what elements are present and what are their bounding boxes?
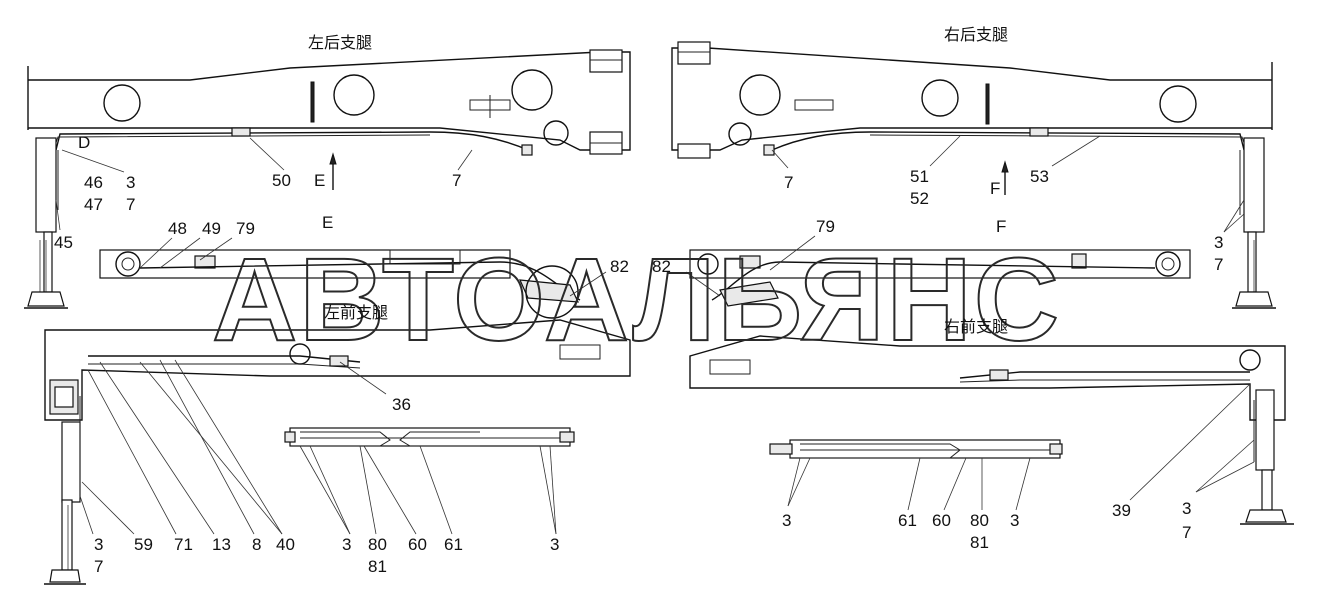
callout-e-49: 49 bbox=[202, 219, 221, 238]
view-e-detail bbox=[99, 237, 607, 319]
title-right-front: 右前支腿 bbox=[944, 317, 1008, 336]
callout-lr-47: 47 bbox=[84, 195, 103, 214]
title-left-rear: 左后支腿 bbox=[308, 33, 372, 52]
view-e-arrow-label: E bbox=[314, 171, 325, 190]
callout-lf-40: 40 bbox=[276, 535, 295, 554]
right-middle-cylinder bbox=[769, 439, 1063, 511]
callout-lm-81: 81 bbox=[368, 557, 387, 576]
left-front-outrigger bbox=[44, 319, 631, 585]
callout-lr-45: 45 bbox=[54, 233, 73, 252]
callout-lf-7: 7 bbox=[94, 557, 103, 576]
view-e-label: E bbox=[322, 213, 333, 232]
right-front-outrigger bbox=[689, 335, 1294, 525]
watermark-text: АВТОАЛЬЯНС bbox=[212, 234, 1061, 366]
callout-lm-61: 61 bbox=[444, 535, 463, 554]
left-middle-cylinder bbox=[284, 427, 575, 535]
view-f-arrow-label: F bbox=[990, 179, 1000, 198]
callout-lf-59: 59 bbox=[134, 535, 153, 554]
right-rear-outrigger bbox=[671, 41, 1276, 309]
view-f-label: F bbox=[996, 217, 1006, 236]
callout-rm-3a: 3 bbox=[782, 511, 791, 530]
callout-lr-7c: 7 bbox=[452, 171, 461, 190]
callout-lr-3: 3 bbox=[126, 173, 135, 192]
title-right-rear: 右后支腿 bbox=[944, 25, 1008, 44]
callout-e-82: 82 bbox=[610, 257, 629, 276]
callout-lm-80: 80 bbox=[368, 535, 387, 554]
callout-lf-3: 3 bbox=[94, 535, 103, 554]
callout-rm-60: 60 bbox=[932, 511, 951, 530]
callout-rr-53: 53 bbox=[1030, 167, 1049, 186]
callout-rm-80: 80 bbox=[970, 511, 989, 530]
callout-lm-3a: 3 bbox=[342, 535, 351, 554]
callout-f-82: 82 bbox=[652, 257, 671, 276]
callout-rm-81: 81 bbox=[970, 533, 989, 552]
callout-rf-3: 3 bbox=[1182, 499, 1191, 518]
callout-rr-7b: 7 bbox=[1214, 255, 1223, 274]
callout-lr-46: 46 bbox=[84, 173, 103, 192]
callout-rf-7: 7 bbox=[1182, 523, 1191, 542]
detail-d-marker: D bbox=[78, 133, 90, 152]
callout-rm-3b: 3 bbox=[1010, 511, 1019, 530]
callout-lf-8: 8 bbox=[252, 535, 261, 554]
callout-f-79: 79 bbox=[816, 217, 835, 236]
callout-e-79: 79 bbox=[236, 219, 255, 238]
left-rear-outrigger bbox=[24, 49, 631, 309]
callout-rf-39: 39 bbox=[1112, 501, 1131, 520]
callout-lr-50: 50 bbox=[272, 171, 291, 190]
callout-rr-52: 52 bbox=[910, 189, 929, 208]
callout-lm-60: 60 bbox=[408, 535, 427, 554]
callout-rr-7: 7 bbox=[784, 173, 793, 192]
callout-lm-3b: 3 bbox=[550, 535, 559, 554]
callout-rr-51: 51 bbox=[910, 167, 929, 186]
callout-lf-36: 36 bbox=[392, 395, 411, 414]
callout-lf-71: 71 bbox=[174, 535, 193, 554]
callout-e-48: 48 bbox=[168, 219, 187, 238]
callout-rr-3: 3 bbox=[1214, 233, 1223, 252]
title-left-front: 左前支腿 bbox=[324, 303, 388, 322]
view-f-detail bbox=[685, 235, 1191, 307]
callout-rm-61: 61 bbox=[898, 511, 917, 530]
callout-lr-7: 7 bbox=[126, 195, 135, 214]
callout-lf-13: 13 bbox=[212, 535, 231, 554]
